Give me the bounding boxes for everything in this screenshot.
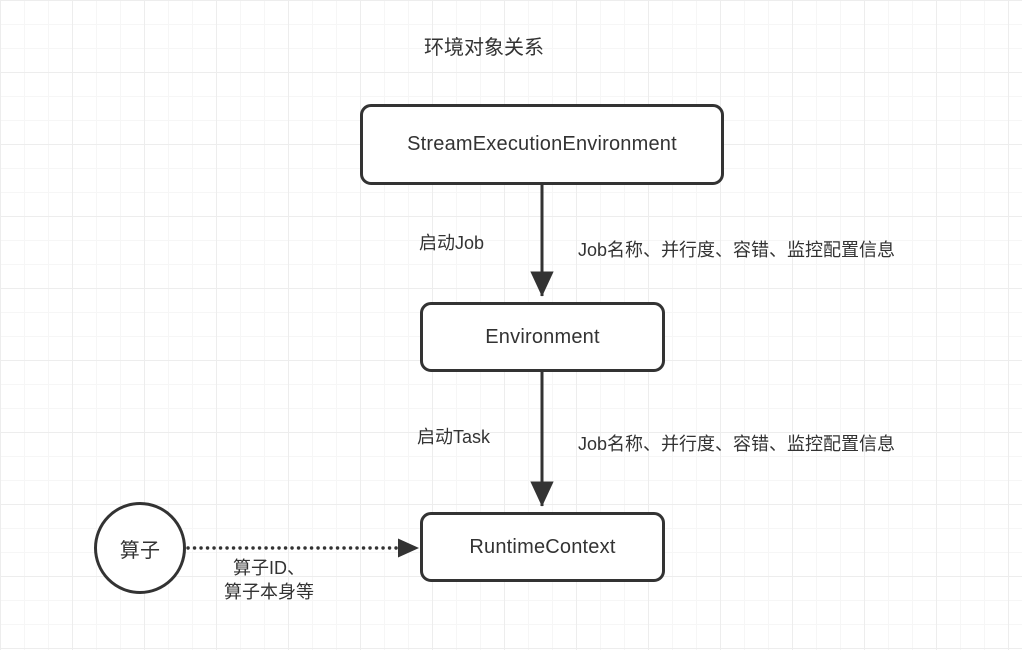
edge-label-job-info-top: Job名称、并行度、容错、监控配置信息 [578,240,896,260]
edge-label-job-info-bottom: Job名称、并行度、容错、监控配置信息 [578,434,896,454]
diagram-title: 环境对象关系 [424,37,544,59]
edge-operator-arrowhead [398,538,419,558]
node-stream-execution-environment[interactable]: StreamExecutionEnvironment [360,104,724,185]
node-label-environment: Environment [485,325,600,348]
node-runtime-context[interactable]: RuntimeContext [420,512,665,582]
edge-label-operator-info-line1: 算子ID、 [233,558,305,578]
node-label-stream-execution-environment: StreamExecutionEnvironment [407,133,677,155]
node-operator[interactable]: 算子 [94,502,186,594]
edge-label-start-job: 启动Job [419,233,485,253]
edge-label-start-task: 启动Task [417,427,491,447]
edge-label-operator-info-line2: 算子本身等 [224,582,314,603]
node-environment[interactable]: Environment [420,302,665,372]
node-label-operator: 算子 [119,539,161,562]
node-label-runtime-context: RuntimeContext [469,535,616,558]
edge-label-operator-info: 算子ID、 算子本身等 [224,556,314,605]
